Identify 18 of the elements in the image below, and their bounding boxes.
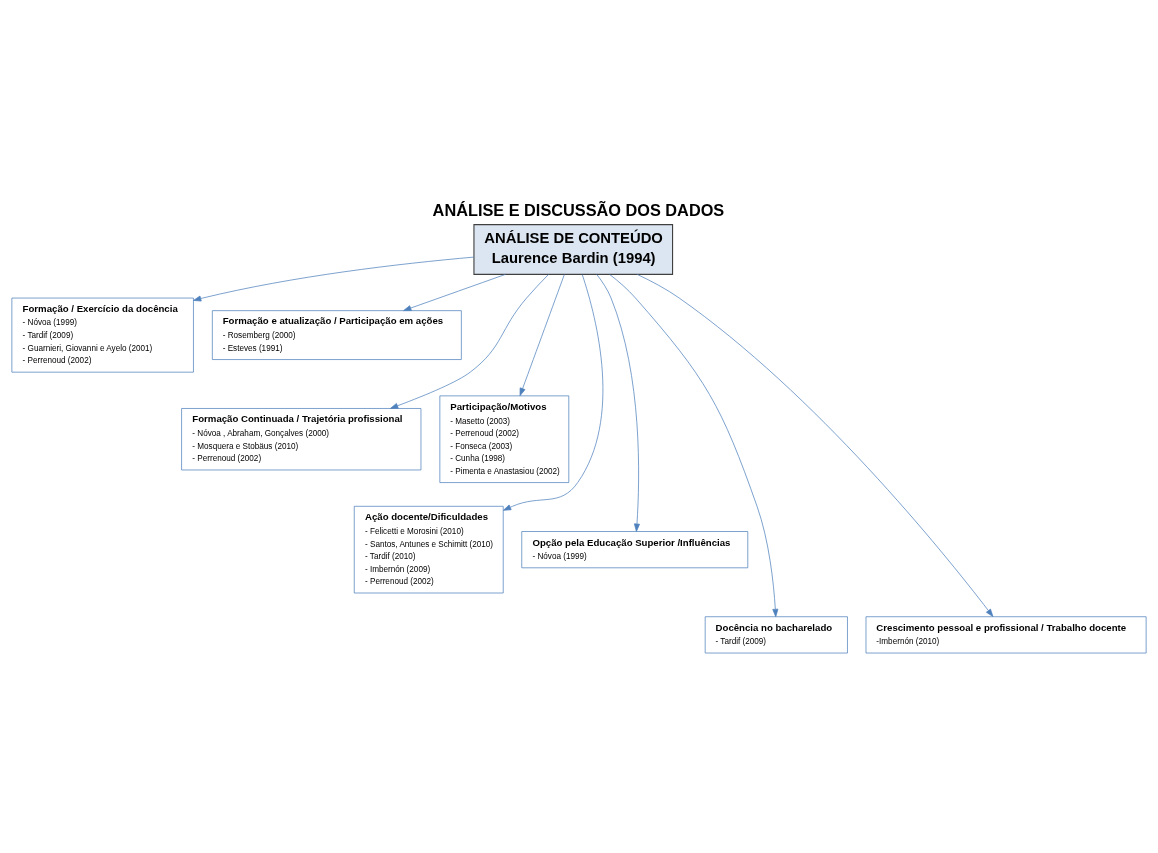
- node-box: Participação/Motivos - Masetto (2003) - Perrenoud (2002) - Fonseca (2003) - Cunha (1998) - Pimenta e Anastasiou (2002): [439, 395, 570, 483]
- node-box: Formação Continuada / Trajetória profissional - Nóvoa , Abraham, Gonçalves (2000) - Mosquera e Stobäus (2010) - Perrenoud (2002): [181, 407, 422, 470]
- node-box: Docência no bacharelado - Tardif (2009): [704, 615, 848, 653]
- arrow: [193, 256, 475, 301]
- diagram-title: ANÁLISE E DISCUSSÃO DOS DADOS: [432, 200, 725, 219]
- arrow: [636, 273, 994, 617]
- node-box: Ação docente/Dificuldades - Felicetti e Morosini (2010) - Santos, Antunes e Schimitt (2010) - Tardif (2010) - Imbernón (2009) - Perrenoud (2002): [353, 505, 504, 593]
- arrow: [403, 273, 506, 311]
- node-box: Formação e atualização / Participação em ações - Rosemberg (2000) - Esteves (1991): [211, 309, 462, 360]
- node-box: Formação / Exercício da docência - Nóvoa (1999) - Tardif (2009) - Guarnieri, Giovanni e Ayelo (2001) - Perrenoud (2002): [11, 297, 194, 373]
- node-box: Opção pela Educação Superior /Influências - Nóvoa (1999): [521, 530, 749, 568]
- arrow: [609, 273, 779, 617]
- arrow: [596, 273, 640, 532]
- node-box: Crescimento pessoal e profissional / Trabalho docente -Imbernón (2010): [865, 615, 1147, 653]
- node-box: ANÁLISE DE CONTEÚDO Laurence Bardin (1994): [473, 223, 674, 275]
- arrow: [390, 273, 549, 409]
- arrow: [519, 273, 565, 396]
- arrow: [503, 273, 604, 511]
